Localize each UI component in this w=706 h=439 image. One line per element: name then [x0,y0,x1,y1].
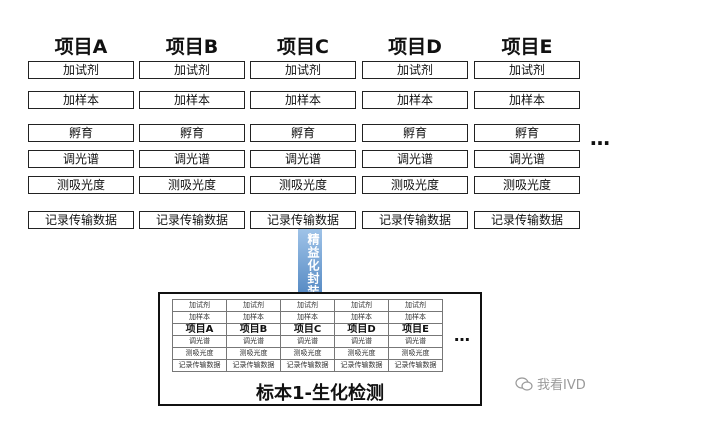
mini-table-cell: 加样本 [388,311,443,324]
step-box: 记录传输数据 [28,211,134,229]
mini-table-cell: 测吸光度 [280,347,335,360]
mini-table-cell: 加试剂 [334,299,389,312]
step-box: 加试剂 [250,61,356,79]
project-column-a: 项目A [28,34,134,62]
mini-table-cell: 项目A [172,323,227,336]
watermark-text: 我看IVD [537,378,586,393]
step-box: 调光谱 [362,150,468,168]
mini-table-cell: 加试剂 [388,299,443,312]
project-title: 项目B [165,36,219,58]
mini-table-cell: 项目E [388,323,443,336]
mini-table-cell: 测吸光度 [172,347,227,360]
mini-table-cell: 加试剂 [226,299,281,312]
step-box: 调光谱 [28,150,134,168]
step-box: 记录传输数据 [474,211,580,229]
mini-table-cell: 加样本 [226,311,281,324]
step-box: 加样本 [28,91,134,109]
project-title: 项目E [501,36,553,58]
step-box: 记录传输数据 [250,211,356,229]
mini-table-cell: 加试剂 [172,299,227,312]
step-box: 加试剂 [474,61,580,79]
mini-table-cell: 测吸光度 [226,347,281,360]
mini-table-cell: 调光谱 [226,335,281,348]
mini-table-row: 加试剂加试剂加试剂加试剂加试剂 [172,299,443,312]
mini-table-cell: 记录传输数据 [388,359,443,372]
mini-table-row: 测吸光度测吸光度测吸光度测吸光度测吸光度 [172,347,443,360]
mini-table-cell: 调光谱 [388,335,443,348]
mini-table-cell: 调光谱 [334,335,389,348]
step-box: 加样本 [474,91,580,109]
step-box: 孵育 [474,124,580,142]
mini-table-cell: 加样本 [172,311,227,324]
project-column-c: 项目C [250,34,356,62]
step-box: 加样本 [362,91,468,109]
wechat-icon [515,376,533,391]
more-projects-ellipsis: … [590,126,611,150]
mini-table-cell: 加试剂 [280,299,335,312]
step-box: 调光谱 [250,150,356,168]
step-box: 记录传输数据 [362,211,468,229]
step-box: 测吸光度 [139,176,245,194]
more-projects-ellipsis-small: … [454,326,471,345]
step-box: 孵育 [362,124,468,142]
mini-table-row: 调光谱调光谱调光谱调光谱调光谱 [172,335,443,348]
mini-table-cell: 项目C [280,323,335,336]
mini-table-row: 记录传输数据记录传输数据记录传输数据记录传输数据记录传输数据 [172,359,443,372]
project-column-b: 项目B [139,34,245,62]
mini-table-cell: 调光谱 [172,335,227,348]
step-box: 调光谱 [139,150,245,168]
mini-table-cell: 项目B [226,323,281,336]
step-box: 加试剂 [362,61,468,79]
mini-table-cell: 测吸光度 [388,347,443,360]
project-title: 项目A [54,36,108,58]
mini-table-cell: 调光谱 [280,335,335,348]
mini-table-cell: 记录传输数据 [280,359,335,372]
project-column-e: 项目E [474,34,580,62]
mini-table-cell: 加样本 [280,311,335,324]
watermark: 我看IVD [515,374,586,393]
project-title: 项目C [277,36,329,58]
mini-table-cell: 加样本 [334,311,389,324]
step-box: 测吸光度 [474,176,580,194]
arrow-label: 精益化封装 [306,233,320,298]
step-box: 加样本 [250,91,356,109]
mini-table-cell: 记录传输数据 [334,359,389,372]
mini-table-cell: 记录传输数据 [172,359,227,372]
step-box: 孵育 [250,124,356,142]
step-box: 加试剂 [139,61,245,79]
step-box: 加试剂 [28,61,134,79]
step-box: 调光谱 [474,150,580,168]
mini-table-row: 加样本加样本加样本加样本加样本 [172,311,443,324]
sample-title: 标本1-生化检测 [256,383,384,404]
mini-table-cell: 测吸光度 [334,347,389,360]
project-title: 项目D [388,36,442,58]
step-box: 记录传输数据 [139,211,245,229]
mini-table-cell: 记录传输数据 [226,359,281,372]
step-box: 测吸光度 [28,176,134,194]
step-box: 孵育 [139,124,245,142]
step-box: 加样本 [139,91,245,109]
step-box: 孵育 [28,124,134,142]
project-column-d: 项目D [362,34,468,62]
step-box: 测吸光度 [250,176,356,194]
step-box: 测吸光度 [362,176,468,194]
mini-table-cell: 项目D [334,323,389,336]
